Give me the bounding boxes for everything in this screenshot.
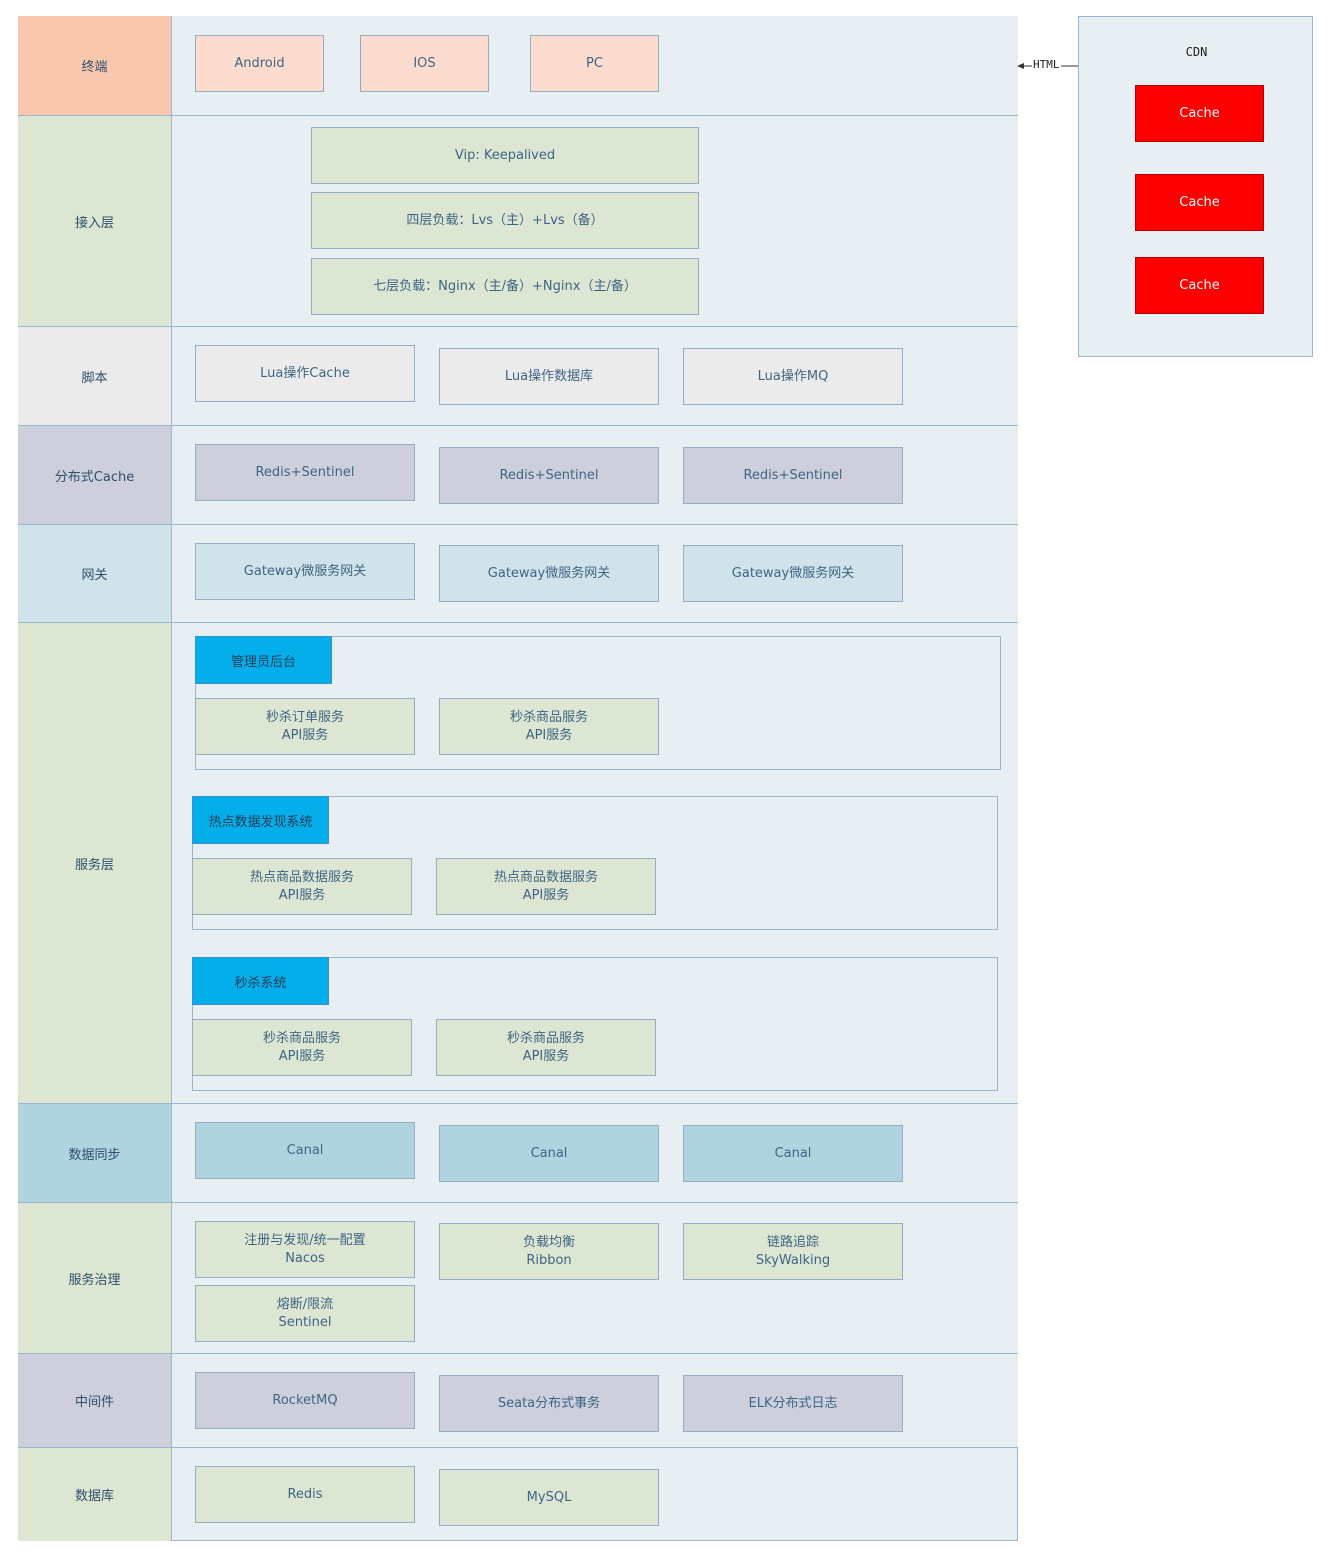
lane-label-gateway: 网关 (18, 525, 172, 623)
gateway-2: Gateway微服务网关 (439, 545, 659, 602)
script-lua-db: Lua操作数据库 (439, 348, 659, 405)
access-keepalived: Vip: Keepalived (311, 127, 699, 184)
terminal-pc: PC (530, 35, 659, 92)
cache-redis-sentinel-1: Redis+Sentinel (195, 444, 415, 501)
lane-label-distributed-cache: 分布式Cache (18, 426, 172, 525)
lane-label-governance: 服务治理 (18, 1203, 172, 1354)
service-group-hotspot-title: 热点数据发现系统 (192, 796, 329, 844)
access-l4-lvs: 四层负载：Lvs（主）+Lvs（备） (311, 192, 699, 249)
gateway-3: Gateway微服务网关 (683, 545, 903, 602)
lane-label-access: 接入层 (18, 116, 172, 327)
sync-canal-2: Canal (439, 1125, 659, 1182)
script-lua-cache: Lua操作Cache (195, 345, 415, 402)
middleware-rocketmq: RocketMQ (195, 1372, 415, 1429)
access-l7-nginx: 七层负载：Nginx（主/备）+Nginx（主/备） (311, 258, 699, 315)
lane-label-middleware: 中间件 (18, 1354, 172, 1448)
gateway-1: Gateway微服务网关 (195, 543, 415, 600)
cache-redis-sentinel-3: Redis+Sentinel (683, 447, 903, 504)
cdn-cache-3: Cache (1135, 257, 1264, 314)
cache-redis-sentinel-2: Redis+Sentinel (439, 447, 659, 504)
cdn-container: CDN Cache Cache Cache (1078, 16, 1313, 357)
cdn-title: CDN (1185, 45, 1208, 59)
script-lua-mq: Lua操作MQ (683, 348, 903, 405)
lane-label-database: 数据库 (18, 1448, 172, 1541)
service-group-admin-title: 管理员后台 (195, 636, 332, 684)
lane-label-script: 脚本 (18, 327, 172, 426)
terminal-android: Android (195, 35, 324, 92)
service-group-seckill-title: 秒杀系统 (192, 957, 329, 1005)
terminal-ios: IOS (360, 35, 489, 92)
cdn-cache-1: Cache (1135, 85, 1264, 142)
database-redis: Redis (195, 1466, 415, 1523)
sync-canal-3: Canal (683, 1125, 903, 1182)
lane-label-data-sync: 数据同步 (18, 1104, 172, 1203)
cdn-cache-2: Cache (1135, 174, 1264, 231)
middleware-seata: Seata分布式事务 (439, 1375, 659, 1432)
cdn-arrow-label: HTML (1032, 58, 1061, 71)
sync-canal-1: Canal (195, 1122, 415, 1179)
lane-label-terminal: 终端 (18, 16, 172, 116)
lane-label-service: 服务层 (18, 623, 172, 1104)
middleware-elk: ELK分布式日志 (683, 1375, 903, 1432)
database-mysql: MySQL (439, 1469, 659, 1526)
